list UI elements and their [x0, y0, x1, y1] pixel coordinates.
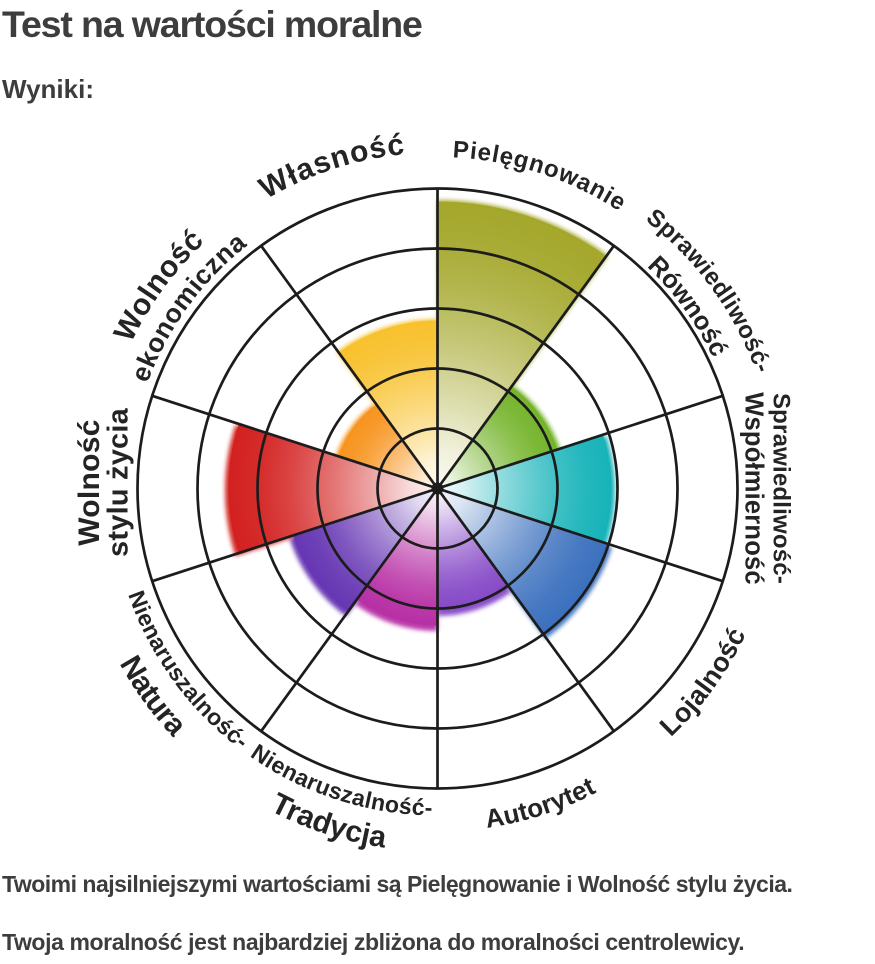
svg-text:Lojalność: Lojalność — [654, 623, 752, 742]
svg-text:Autorytet: Autorytet — [483, 771, 600, 834]
svg-text:Wolność: Wolność — [73, 419, 106, 546]
svg-text:Sprawiedliwość-: Sprawiedliwość- — [768, 393, 795, 584]
svg-text:stylu życia: stylu życia — [103, 407, 135, 557]
svg-text:Współmierność: Współmierność — [740, 392, 768, 584]
